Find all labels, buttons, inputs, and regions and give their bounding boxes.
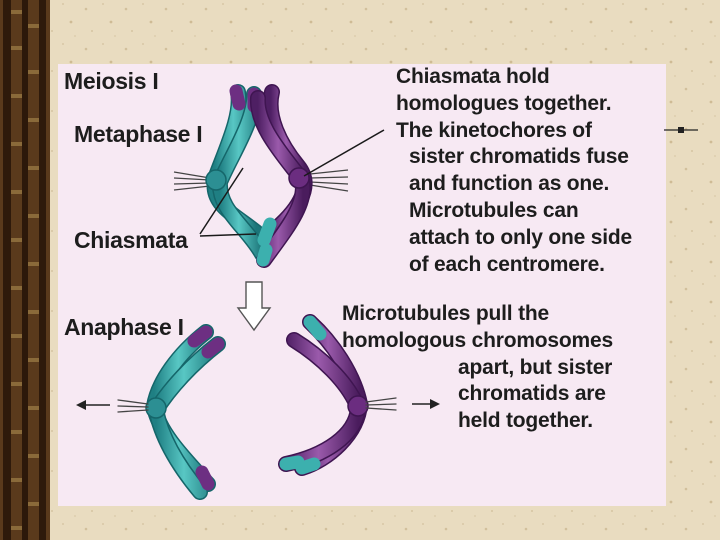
- note-line: homologues together.: [396, 91, 612, 115]
- chiasmata-pointer-upper: [199, 167, 244, 235]
- meiosis-title: Meiosis I: [64, 68, 159, 94]
- spindle-fibers-left: [173, 171, 211, 191]
- spindle-fibers-right: [309, 169, 349, 192]
- anaphase-teal-chromosome: [117, 324, 226, 500]
- note-line: Microtubules pull the: [342, 302, 549, 325]
- anaphase-purple-chromosome: [278, 314, 397, 476]
- right-arrow-icon: [412, 399, 440, 409]
- note-line: chromatids are: [458, 382, 606, 406]
- slide-marker-icon: [664, 127, 698, 133]
- metaphase-label: Metaphase I: [74, 121, 203, 147]
- note-line: sister chromatids fuse: [409, 145, 629, 169]
- anaphase-note: Microtubules pull the homologous chromos…: [342, 301, 613, 435]
- note-line: Microtubules can: [409, 198, 579, 222]
- chiasmata-note: Chiasmata hold homologues together. The …: [396, 64, 632, 278]
- chiasmata-pointer-lower: [199, 233, 257, 237]
- anaphase-label: Anaphase I: [64, 314, 184, 340]
- metaphase-chromosome-pair: [173, 84, 385, 268]
- chiasmata-label: Chiasmata: [74, 227, 188, 253]
- note-line: The kinetochores of: [396, 118, 592, 142]
- meiosis-illustration: [76, 84, 440, 500]
- down-arrow-icon: [236, 281, 272, 332]
- kinetochore-pointer: [303, 129, 385, 177]
- teal-centromere: [205, 169, 227, 191]
- note-line: held together.: [458, 409, 593, 433]
- left-arrow-icon: [76, 400, 110, 410]
- note-line: homologous chromosomes: [342, 328, 613, 352]
- purple-homologue: [249, 84, 313, 268]
- note-line: attach to only one side: [409, 225, 632, 249]
- note-line: of each centromere.: [409, 252, 605, 276]
- note-line: Chiasmata hold: [396, 65, 550, 88]
- purple-centromere: [288, 167, 310, 189]
- notebook-binding: [0, 0, 50, 540]
- note-line: apart, but sister: [458, 355, 613, 379]
- note-line: and function as one.: [409, 172, 610, 196]
